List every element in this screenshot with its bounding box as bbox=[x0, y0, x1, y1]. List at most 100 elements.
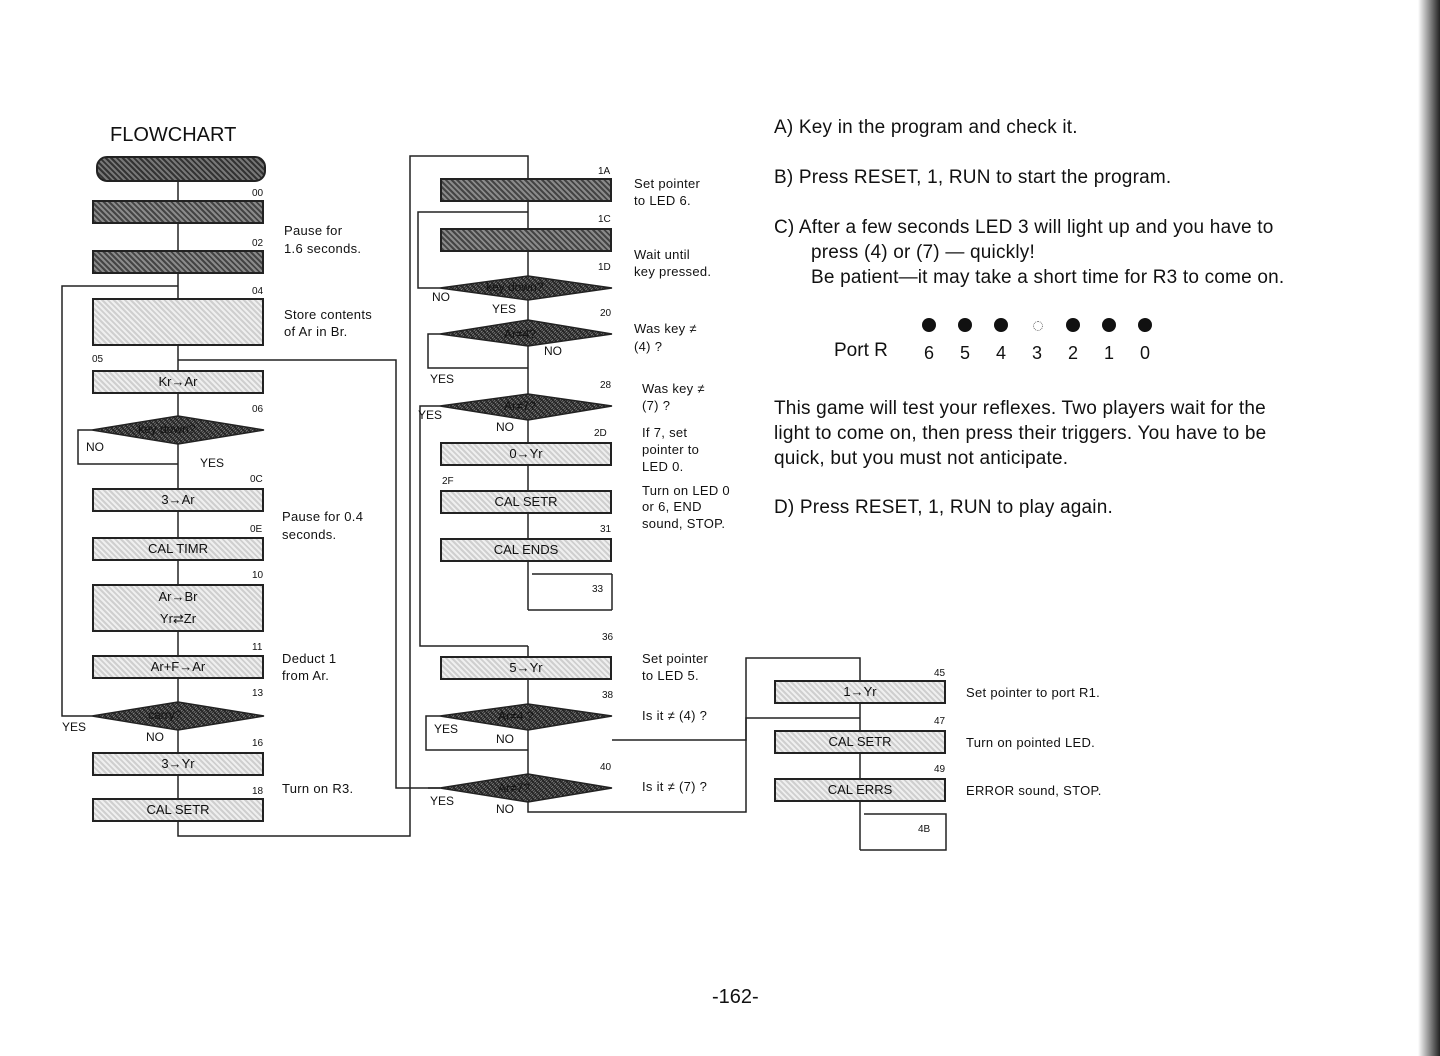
box-49: CAL ERRS bbox=[774, 778, 946, 802]
port-led-5 bbox=[958, 318, 972, 332]
decision-text-ar4-a: Ar≠4? bbox=[504, 327, 536, 341]
port-digit-1: 1 bbox=[1104, 343, 1115, 363]
addr-38: 38 bbox=[602, 690, 614, 701]
no-label-2: NO bbox=[146, 730, 164, 744]
addr-0c: 0C bbox=[250, 474, 263, 485]
box-05: Kr→Ar bbox=[92, 370, 264, 394]
decision-text-key-down-mid: key down? bbox=[486, 280, 544, 294]
addr-33: 33 bbox=[592, 584, 604, 595]
mnote-16: Is it ≠ (4) ? bbox=[642, 708, 708, 723]
start-terminal bbox=[96, 156, 266, 182]
decision-text-key-down-left: key down? bbox=[138, 422, 196, 436]
mnote-5: (4) ? bbox=[634, 339, 663, 354]
yes-label-2: YES bbox=[62, 720, 87, 734]
box-00 bbox=[92, 200, 264, 224]
box-2d: 0→Yr bbox=[440, 442, 612, 466]
decision-text-ar4-b: Ar≠4 ? bbox=[498, 709, 534, 723]
addr-1c: 1C bbox=[598, 214, 611, 225]
addr-10: 10 bbox=[252, 570, 264, 581]
mnote-8: If 7, set bbox=[642, 425, 688, 440]
mnote-14: Set pointer bbox=[642, 651, 709, 666]
mnote-9: pointer to bbox=[642, 442, 700, 457]
port-led-4 bbox=[994, 318, 1008, 332]
box-16: 3→Yr bbox=[92, 752, 264, 776]
addr-11: 11 bbox=[252, 642, 263, 653]
instruction-c1: C) After a few seconds LED 3 will light … bbox=[774, 217, 1274, 238]
addr-1d: 1D bbox=[598, 262, 611, 273]
addr-31: 31 bbox=[600, 524, 612, 535]
decision-carry bbox=[91, 701, 265, 731]
no-label-6: NO bbox=[496, 732, 514, 746]
mnote-1: to LED 6. bbox=[634, 193, 691, 208]
mnote-15: to LED 5. bbox=[642, 668, 699, 683]
addr-2d: 2D bbox=[594, 428, 607, 439]
mnote-13: sound, STOP. bbox=[642, 516, 726, 531]
decision-text-ar7-a: Ar≠7? bbox=[504, 399, 536, 413]
addr-36: 36 bbox=[602, 632, 614, 643]
no-label-4: NO bbox=[544, 344, 562, 358]
addr-04: 04 bbox=[252, 286, 264, 297]
decision-key-down-mid bbox=[439, 275, 613, 301]
instruction-c3: Be patient—it may take a short time for … bbox=[811, 267, 1285, 288]
note-pause04-1: Pause for 0.4 bbox=[282, 509, 364, 524]
paragraph-line-2: light to come on, then press their trigg… bbox=[774, 423, 1267, 444]
port-digit-5: 5 bbox=[960, 343, 971, 363]
paragraph-line-3: quick, but you must not anticipate. bbox=[774, 448, 1069, 469]
addr-0e: 0E bbox=[250, 524, 263, 535]
addr-1a: 1A bbox=[598, 166, 611, 177]
addr-20: 20 bbox=[600, 308, 612, 319]
yes-label-1: YES bbox=[200, 456, 225, 470]
rnote-1: Turn on pointed LED. bbox=[966, 735, 1096, 750]
box-10-line2: Yr⇄Zr bbox=[159, 611, 197, 626]
box-0e: CAL TIMR bbox=[92, 537, 264, 561]
note-deduct-2: from Ar. bbox=[282, 668, 330, 683]
note-deduct-1: Deduct 1 bbox=[282, 651, 337, 666]
rnote-2: ERROR sound, STOP. bbox=[966, 783, 1102, 798]
box-18: CAL SETR bbox=[92, 798, 264, 822]
port-digit-6: 6 bbox=[924, 343, 935, 363]
mnote-3: key pressed. bbox=[634, 264, 712, 279]
box-0c: 3→Ar bbox=[92, 488, 264, 512]
no-label-5: NO bbox=[496, 420, 514, 434]
addr-45: 45 bbox=[934, 668, 946, 679]
addr-2f: 2F bbox=[442, 476, 454, 487]
instruction-a: A) Key in the program and check it. bbox=[774, 117, 1078, 138]
addr-05: 05 bbox=[92, 354, 104, 365]
box-1c bbox=[440, 228, 612, 252]
no-label-3: NO bbox=[432, 290, 450, 304]
no-label-7: NO bbox=[496, 802, 514, 816]
box-11: Ar+F→Ar bbox=[92, 655, 264, 679]
decision-ar-ne-4-a bbox=[439, 319, 613, 347]
mnote-4: Was key ≠ bbox=[634, 321, 697, 336]
scan-edge bbox=[1418, 0, 1440, 1056]
port-digit-2: 2 bbox=[1068, 343, 1079, 363]
note-pause-1: Pause for bbox=[284, 223, 343, 238]
port-led-6 bbox=[922, 318, 936, 332]
box-2f: CAL SETR bbox=[440, 490, 612, 514]
box-04 bbox=[92, 298, 264, 346]
instruction-d: D) Press RESET, 1, RUN to play again. bbox=[774, 497, 1113, 518]
port-led-2 bbox=[1066, 318, 1080, 332]
flowchart-title: FLOWCHART bbox=[110, 124, 237, 146]
addr-02: 02 bbox=[252, 238, 264, 249]
port-led-3 bbox=[1033, 321, 1043, 331]
addr-00: 00 bbox=[252, 188, 264, 199]
yes-label-5: YES bbox=[418, 408, 443, 422]
no-label-1: NO bbox=[86, 440, 104, 454]
yes-label-4: YES bbox=[430, 372, 455, 386]
page-number: -162- bbox=[712, 986, 759, 1008]
box-02 bbox=[92, 250, 264, 274]
decision-text-carry: carry? bbox=[148, 708, 182, 722]
addr-47: 47 bbox=[934, 716, 946, 727]
port-digit-3: 3 bbox=[1032, 343, 1043, 363]
note-pause-2: 1.6 seconds. bbox=[284, 241, 362, 256]
note-pause04-2: seconds. bbox=[282, 527, 337, 542]
addr-4b: 4B bbox=[918, 824, 931, 835]
mnote-7: (7) ? bbox=[642, 398, 671, 413]
note-store-1: Store contents bbox=[284, 307, 373, 322]
addr-16: 16 bbox=[252, 738, 264, 749]
addr-49: 49 bbox=[934, 764, 946, 775]
addr-18: 18 bbox=[252, 786, 264, 797]
